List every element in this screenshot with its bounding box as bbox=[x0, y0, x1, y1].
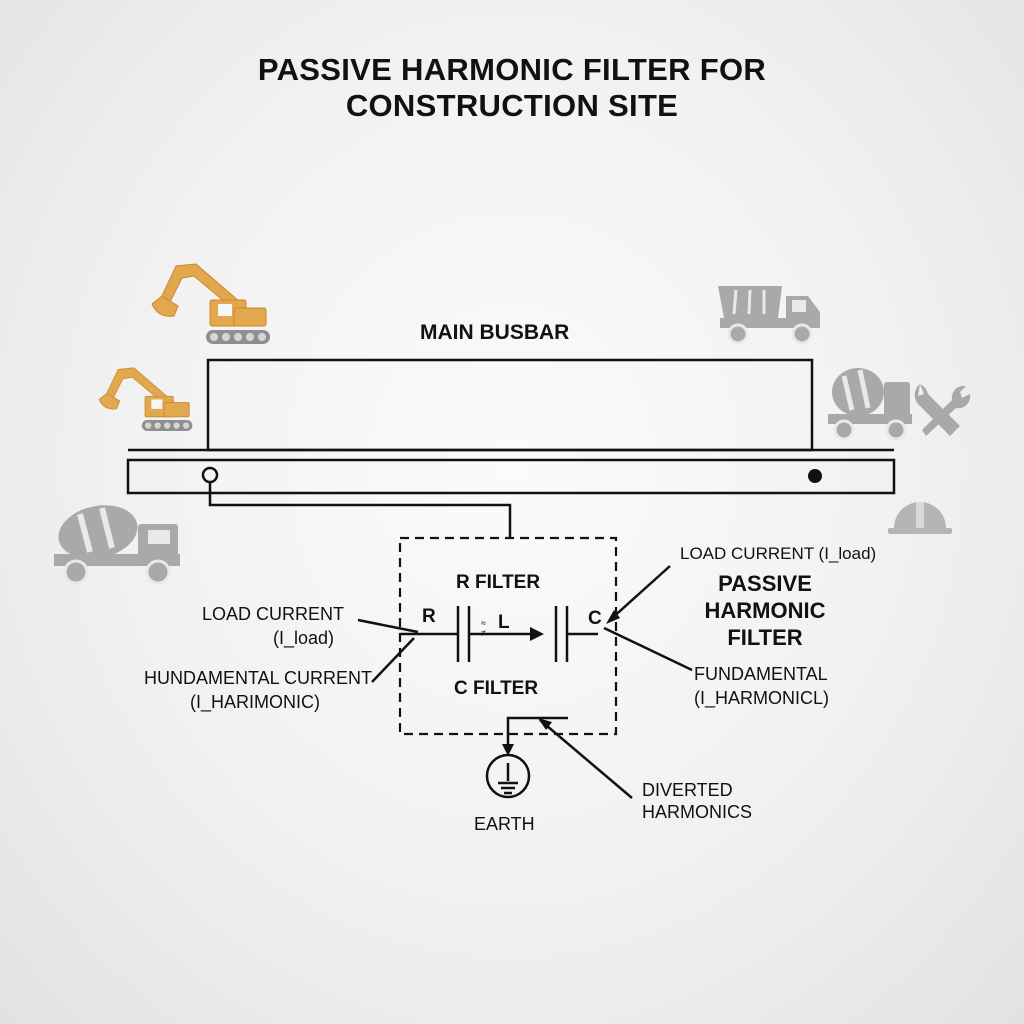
phf-line-3: FILTER bbox=[727, 625, 803, 650]
diverted-line-1: DIVERTED bbox=[642, 780, 733, 800]
filter-enclosure bbox=[398, 536, 618, 736]
excavator-icon bbox=[151, 263, 270, 344]
left-fundamental-line-1: HUNDAMENTAL CURRENT bbox=[144, 668, 373, 688]
concrete-mixer-truck-icon bbox=[54, 505, 180, 585]
right-fundamental-line-1: FUNDAMENTAL bbox=[694, 664, 828, 684]
left-fundamental-line-2: (I_HARIMONIC) bbox=[190, 692, 320, 712]
busbar-label: MAIN BUSBAR bbox=[420, 321, 570, 344]
earth-lead-arrow-head bbox=[502, 744, 514, 756]
right-fundamental-line-2: (I_HARMONICL) bbox=[694, 688, 830, 708]
load-arrow-right bbox=[609, 565, 671, 621]
feeder-line bbox=[208, 482, 512, 538]
r-label: R bbox=[422, 606, 436, 627]
load-arrow-right-head bbox=[606, 610, 620, 624]
diverted-arrow-head bbox=[538, 718, 552, 730]
title-line-2: CONSTRUCTION SITE bbox=[345, 88, 679, 123]
phf-line-2: HARMONIC bbox=[704, 598, 826, 623]
current-arrow-head bbox=[530, 627, 544, 641]
left-load-current-line-2: (I_load) bbox=[272, 628, 334, 648]
concrete-mixer-truck-icon bbox=[828, 368, 912, 441]
dump-truck-icon bbox=[718, 286, 820, 345]
diverted-arrow bbox=[539, 719, 633, 799]
left-load-current-line-1: LOAD CURRENT bbox=[201, 604, 344, 624]
wrench-icon bbox=[914, 384, 971, 436]
main-busbar bbox=[126, 458, 896, 495]
earth-label: EARTH bbox=[474, 814, 535, 834]
busbar-tap-terminal bbox=[201, 466, 219, 484]
upper-busbar-frame bbox=[206, 358, 814, 452]
l-label: L bbox=[498, 612, 510, 633]
fundamental-arrow-right bbox=[603, 626, 693, 672]
right-load-current: LOAD CURRENT (I_load) bbox=[680, 544, 877, 563]
excavator-icon bbox=[98, 367, 193, 432]
diagram-title: PASSIVE HARMONIC FILTER FOR CONSTRUCTION… bbox=[0, 52, 1024, 124]
r-filter-label: R FILTER bbox=[456, 572, 541, 593]
small-mark-label: ≈ ≠ bbox=[481, 618, 486, 638]
title-line-1: PASSIVE HARMONIC FILTER FOR bbox=[257, 52, 767, 87]
c-label: C bbox=[588, 608, 602, 629]
c-filter-label: C FILTER bbox=[454, 678, 539, 699]
load-arrow-left bbox=[357, 618, 419, 634]
hard-hat-icon bbox=[888, 502, 952, 534]
diverted-line-2: HARMONICS bbox=[642, 802, 753, 822]
busbar-end-terminal bbox=[808, 469, 822, 483]
earth-lead bbox=[506, 716, 568, 752]
phf-line-1: PASSIVE bbox=[718, 571, 812, 596]
fundamental-arrow-left bbox=[371, 637, 415, 683]
